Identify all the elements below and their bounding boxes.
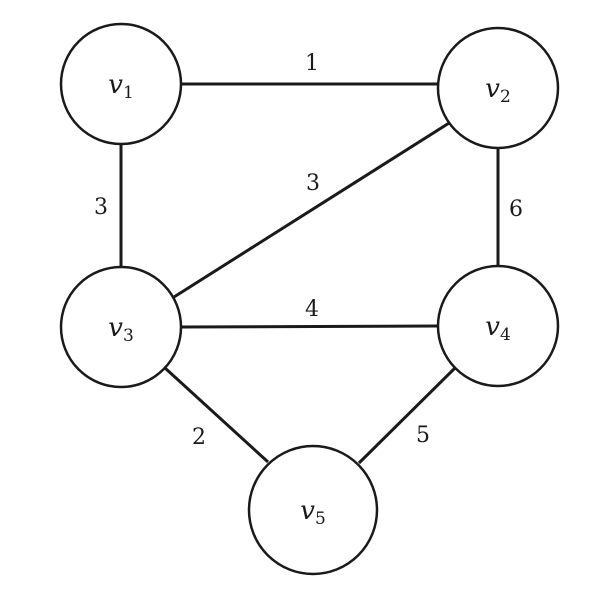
node-v4: v4 — [436, 264, 560, 388]
edge-weight-v4-v5: 5 — [416, 423, 430, 448]
edge-weight-v3-v5: 2 — [192, 425, 206, 450]
node-v1: v1 — [59, 22, 183, 146]
edge-weight-v3-v4: 4 — [305, 297, 319, 322]
node-v4-circle — [436, 264, 560, 388]
node-v3: v3 — [59, 265, 183, 389]
edge-weight-v1-v2: 1 — [305, 51, 319, 76]
edge-weight-v2-v4: 6 — [509, 197, 523, 222]
node-v1-circle — [59, 22, 183, 146]
edge-weight-v1-v3: 3 — [94, 195, 108, 220]
node-v1-label: v1 — [108, 70, 134, 103]
node-v5-label: v5 — [300, 496, 326, 529]
edge-weight-v2-v3: 3 — [306, 171, 320, 196]
node-v2-label: v2 — [485, 74, 511, 107]
node-v5-circle — [247, 444, 379, 576]
node-v3-circle — [59, 265, 183, 389]
node-v4-label: v4 — [485, 312, 511, 345]
edge-v3-v5 — [163, 366, 270, 464]
node-v3-label: v3 — [108, 313, 134, 346]
node-v2-circle — [436, 26, 560, 150]
edge-v2-v3 — [173, 116, 458, 299]
edge-v4-v5 — [357, 365, 458, 465]
node-v2: v2 — [436, 26, 560, 150]
edge-v3-v4 — [180, 324, 439, 329]
node-v5: v5 — [247, 444, 379, 576]
